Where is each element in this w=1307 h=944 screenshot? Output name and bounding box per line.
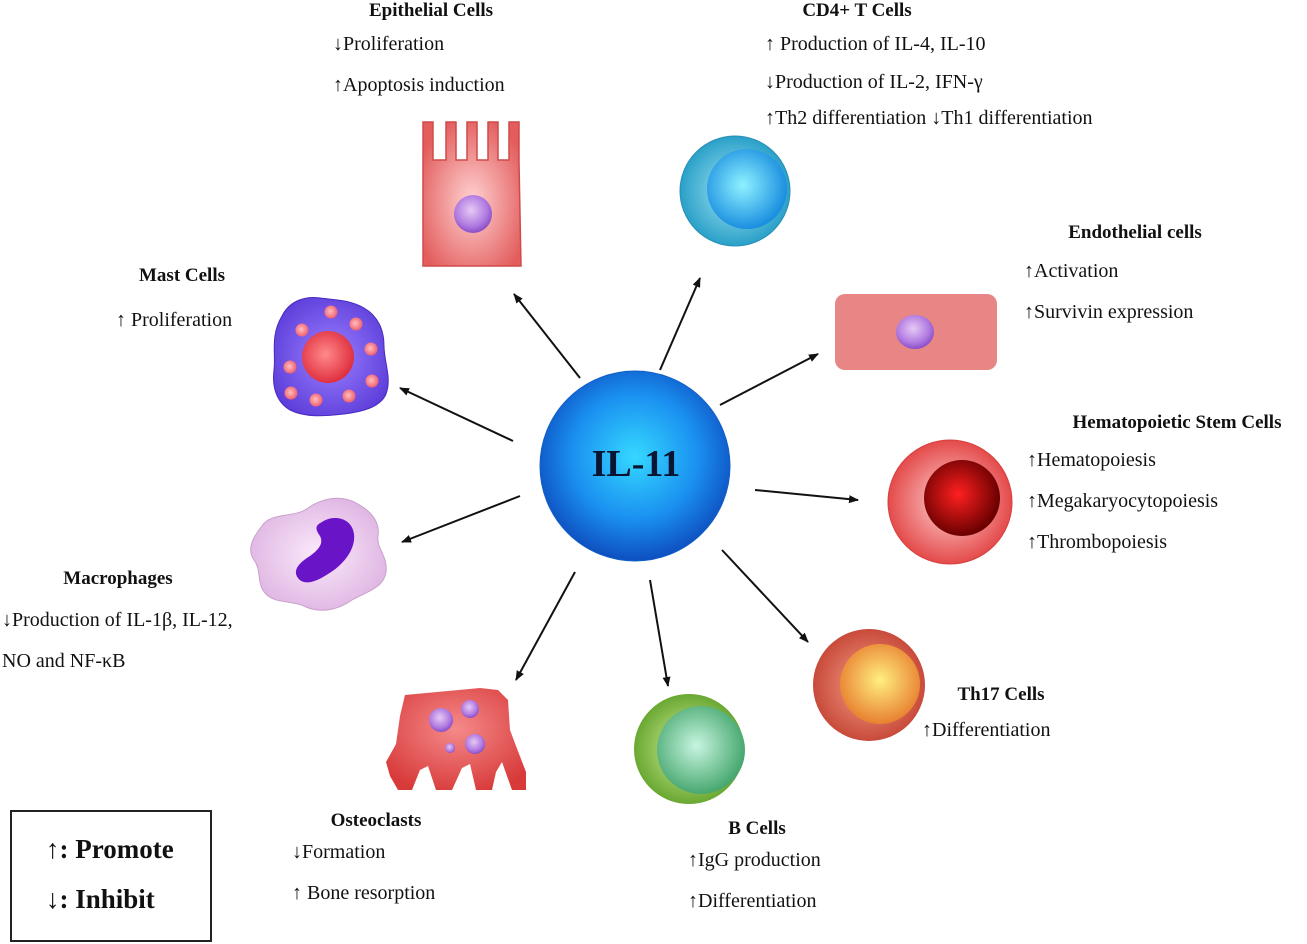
b-cells-effect-1: ↑IgG production: [688, 849, 821, 871]
legend-promote: ↑: Promote: [46, 834, 174, 864]
osteoclasts-effect-2: ↑ Bone resorption: [292, 882, 436, 904]
endothelial-title: Endothelial cells: [1068, 222, 1202, 243]
cd4-t-title: CD4+ T Cells: [802, 0, 912, 21]
macrophages-effect-2: NO and NF-κB: [2, 650, 126, 672]
legend-inhibit: ↓: Inhibit: [46, 884, 155, 914]
il11-label: IL-11: [591, 443, 681, 485]
osteoclasts-effect-1: ↓Formation: [292, 841, 386, 863]
legend-box: ↑: Promote ↓: Inhibit: [10, 810, 212, 942]
arrows: [399, 277, 859, 687]
arrow-to-mast: [399, 387, 514, 442]
th17-effect-1: ↑Differentiation: [922, 719, 1051, 741]
arrow-to-cd4-t: [659, 277, 701, 371]
hsc-title: Hematopoietic Stem Cells: [1072, 412, 1282, 433]
cd4-t-effect-2: ↓Production of IL-2, IFN-γ: [765, 71, 983, 93]
cd4-t-cell-icon: [679, 135, 791, 247]
th17-title: Th17 Cells: [957, 684, 1045, 705]
arrow-to-hsc: [754, 489, 859, 504]
mast-effect-1: ↑ Proliferation: [116, 309, 233, 331]
endothelial-effect-1: ↑Activation: [1024, 260, 1119, 282]
arrow-to-epithelial: [513, 293, 581, 379]
b-cells-effect-2: ↑Differentiation: [688, 890, 817, 912]
arrow-to-b-cells: [649, 579, 671, 687]
endothelial-effect-2: ↑Survivin expression: [1024, 301, 1194, 323]
th17-cell-icon: [813, 629, 925, 741]
mast-cell-icon: [273, 297, 389, 417]
hsc-effect-1: ↑Hematopoiesis: [1027, 449, 1156, 471]
b-cells-title: B Cells: [728, 818, 786, 839]
macrophage-cell-icon: [250, 497, 387, 611]
macrophages-effect-1: ↓Production of IL-1β, IL-12,: [2, 609, 233, 631]
epithelial-effect-1: ↓Proliferation: [333, 33, 445, 55]
osteoclasts-title: Osteoclasts: [330, 810, 422, 831]
cd4-t-effect-1: ↑ Production of IL-4, IL-10: [765, 33, 986, 55]
hsc-effect-2: ↑Megakaryocytopoiesis: [1027, 490, 1219, 512]
il11-center-circle: [539, 370, 731, 562]
macrophages-title: Macrophages: [63, 568, 173, 589]
endothelial-cell-icon: [835, 294, 997, 370]
mast-title: Mast Cells: [138, 265, 226, 286]
epithelial-effect-2: ↑Apoptosis induction: [333, 74, 505, 96]
b-cell-icon: [634, 694, 745, 804]
osteoclast-cell-icon: [386, 688, 526, 790]
hsc-effect-3: ↑Thrombopoiesis: [1027, 531, 1167, 553]
arrow-to-macrophages: [401, 495, 521, 543]
arrow-to-endothelial: [719, 353, 819, 406]
arrow-to-osteoclasts: [515, 571, 576, 681]
epithelial-cell-icon: [422, 121, 522, 267]
hsc-cell-icon: [887, 439, 1013, 565]
arrow-to-th17: [721, 549, 809, 643]
epithelial-title: Epithelial Cells: [368, 0, 494, 21]
cd4-t-effect-3: ↑Th2 differentiation ↓Th1 differentiatio…: [765, 107, 1093, 129]
